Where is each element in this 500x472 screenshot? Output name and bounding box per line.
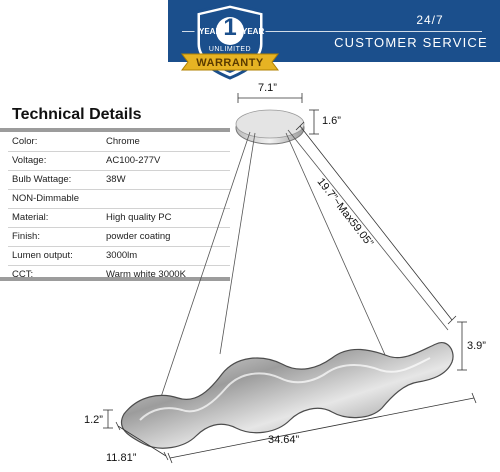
row-label: NON-Dimmable bbox=[12, 193, 80, 204]
table-row: Bulb Wattage: 38W bbox=[8, 171, 230, 190]
row-value: AC100-277V bbox=[106, 155, 161, 166]
fixture-height-label: 3.9” bbox=[467, 340, 486, 352]
row-value: 38W bbox=[106, 174, 126, 185]
badge-unlimited: UNLIMITED bbox=[208, 46, 252, 53]
dimension-lines bbox=[103, 93, 477, 464]
row-label: Lumen output: bbox=[12, 250, 73, 261]
banner-divider-top bbox=[182, 31, 482, 32]
table-row: CCT: Warm white 3000K bbox=[8, 266, 230, 284]
ceiling-canopy bbox=[235, 109, 305, 145]
technical-details-table: Color: Chrome Voltage: AC100-277V Bulb W… bbox=[8, 133, 230, 284]
warranty-shield-icon bbox=[181, 2, 279, 80]
badge-number: 1 bbox=[223, 14, 237, 41]
led-fixture-body bbox=[120, 342, 454, 449]
fixture-length-label: 34.64” bbox=[268, 434, 300, 446]
warranty-badge: YEAR 1 YEAR UNLIMITED WARRANTY bbox=[178, 2, 282, 82]
badge-year-left: YEAR bbox=[199, 27, 222, 36]
row-label: CCT: bbox=[12, 269, 34, 280]
technical-details-rule-top bbox=[0, 128, 230, 132]
body-thickness-label: 1.2” bbox=[84, 414, 103, 426]
row-label: Voltage: bbox=[12, 155, 47, 166]
row-value: Warm white 3000K bbox=[106, 269, 186, 280]
suspension-cables bbox=[159, 129, 449, 401]
row-value: High quality PC bbox=[106, 212, 172, 223]
table-row: Finish: powder coating bbox=[8, 228, 230, 247]
row-label: Material: bbox=[12, 212, 49, 223]
canopy-width-label: 7.1” bbox=[258, 82, 277, 94]
row-value: 3000lm bbox=[106, 250, 138, 261]
badge-warranty: WARRANTY bbox=[196, 57, 264, 69]
customer-service-text: CUSTOMER SERVICE bbox=[334, 35, 488, 50]
table-row: NON-Dimmable bbox=[8, 190, 230, 209]
table-row: Lumen output: 3000lm bbox=[8, 247, 230, 266]
service-hours-text: 24/7 bbox=[416, 13, 444, 27]
technical-details-rule-bottom bbox=[0, 277, 230, 281]
badge-year-right: YEAR bbox=[242, 27, 265, 36]
row-value: powder coating bbox=[106, 231, 171, 242]
row-label: Color: bbox=[12, 136, 38, 147]
technical-details-title: Technical Details bbox=[12, 106, 142, 123]
row-label: Finish: bbox=[12, 231, 40, 242]
canopy-height-label: 1.6” bbox=[322, 115, 341, 127]
table-row: Color: Chrome bbox=[8, 133, 230, 152]
row-value: Chrome bbox=[106, 136, 140, 147]
table-row: Material: High quality PC bbox=[8, 209, 230, 228]
row-label: Bulb Wattage: bbox=[12, 174, 72, 185]
fixture-depth-label: 11.81” bbox=[106, 452, 137, 464]
table-row: Voltage: AC100-277V bbox=[8, 152, 230, 171]
